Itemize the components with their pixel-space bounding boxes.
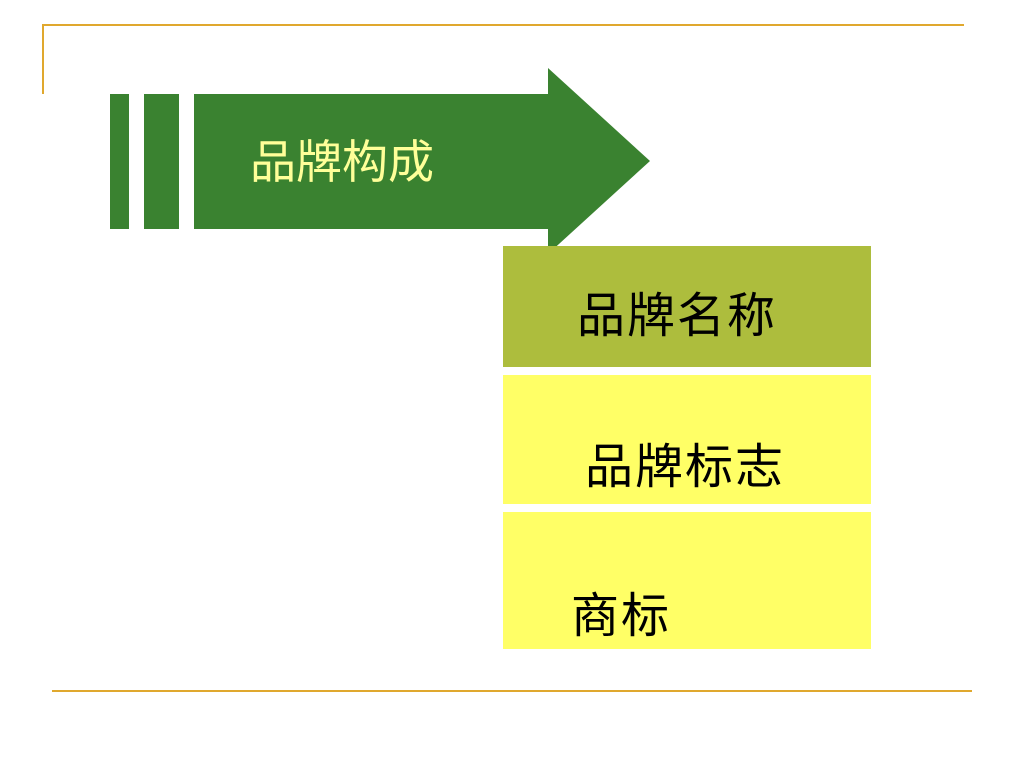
arrow-bar-2 <box>144 94 179 229</box>
bottom-rule <box>52 690 972 692</box>
brand-name-box: 品牌名称 <box>503 246 871 367</box>
top-rule <box>43 24 964 26</box>
trademark-label: 商标 <box>571 588 672 644</box>
brand-name-label: 品牌名称 <box>577 288 778 344</box>
brand-logo-box: 品牌标志 <box>503 375 871 504</box>
trademark-box: 商标 <box>503 512 871 649</box>
arrow-shape <box>194 68 650 254</box>
diagram-title: 品牌构成 <box>250 135 434 189</box>
brand-logo-label: 品牌标志 <box>585 439 786 495</box>
arrow-bar-1 <box>110 94 129 229</box>
left-rule <box>42 24 44 94</box>
